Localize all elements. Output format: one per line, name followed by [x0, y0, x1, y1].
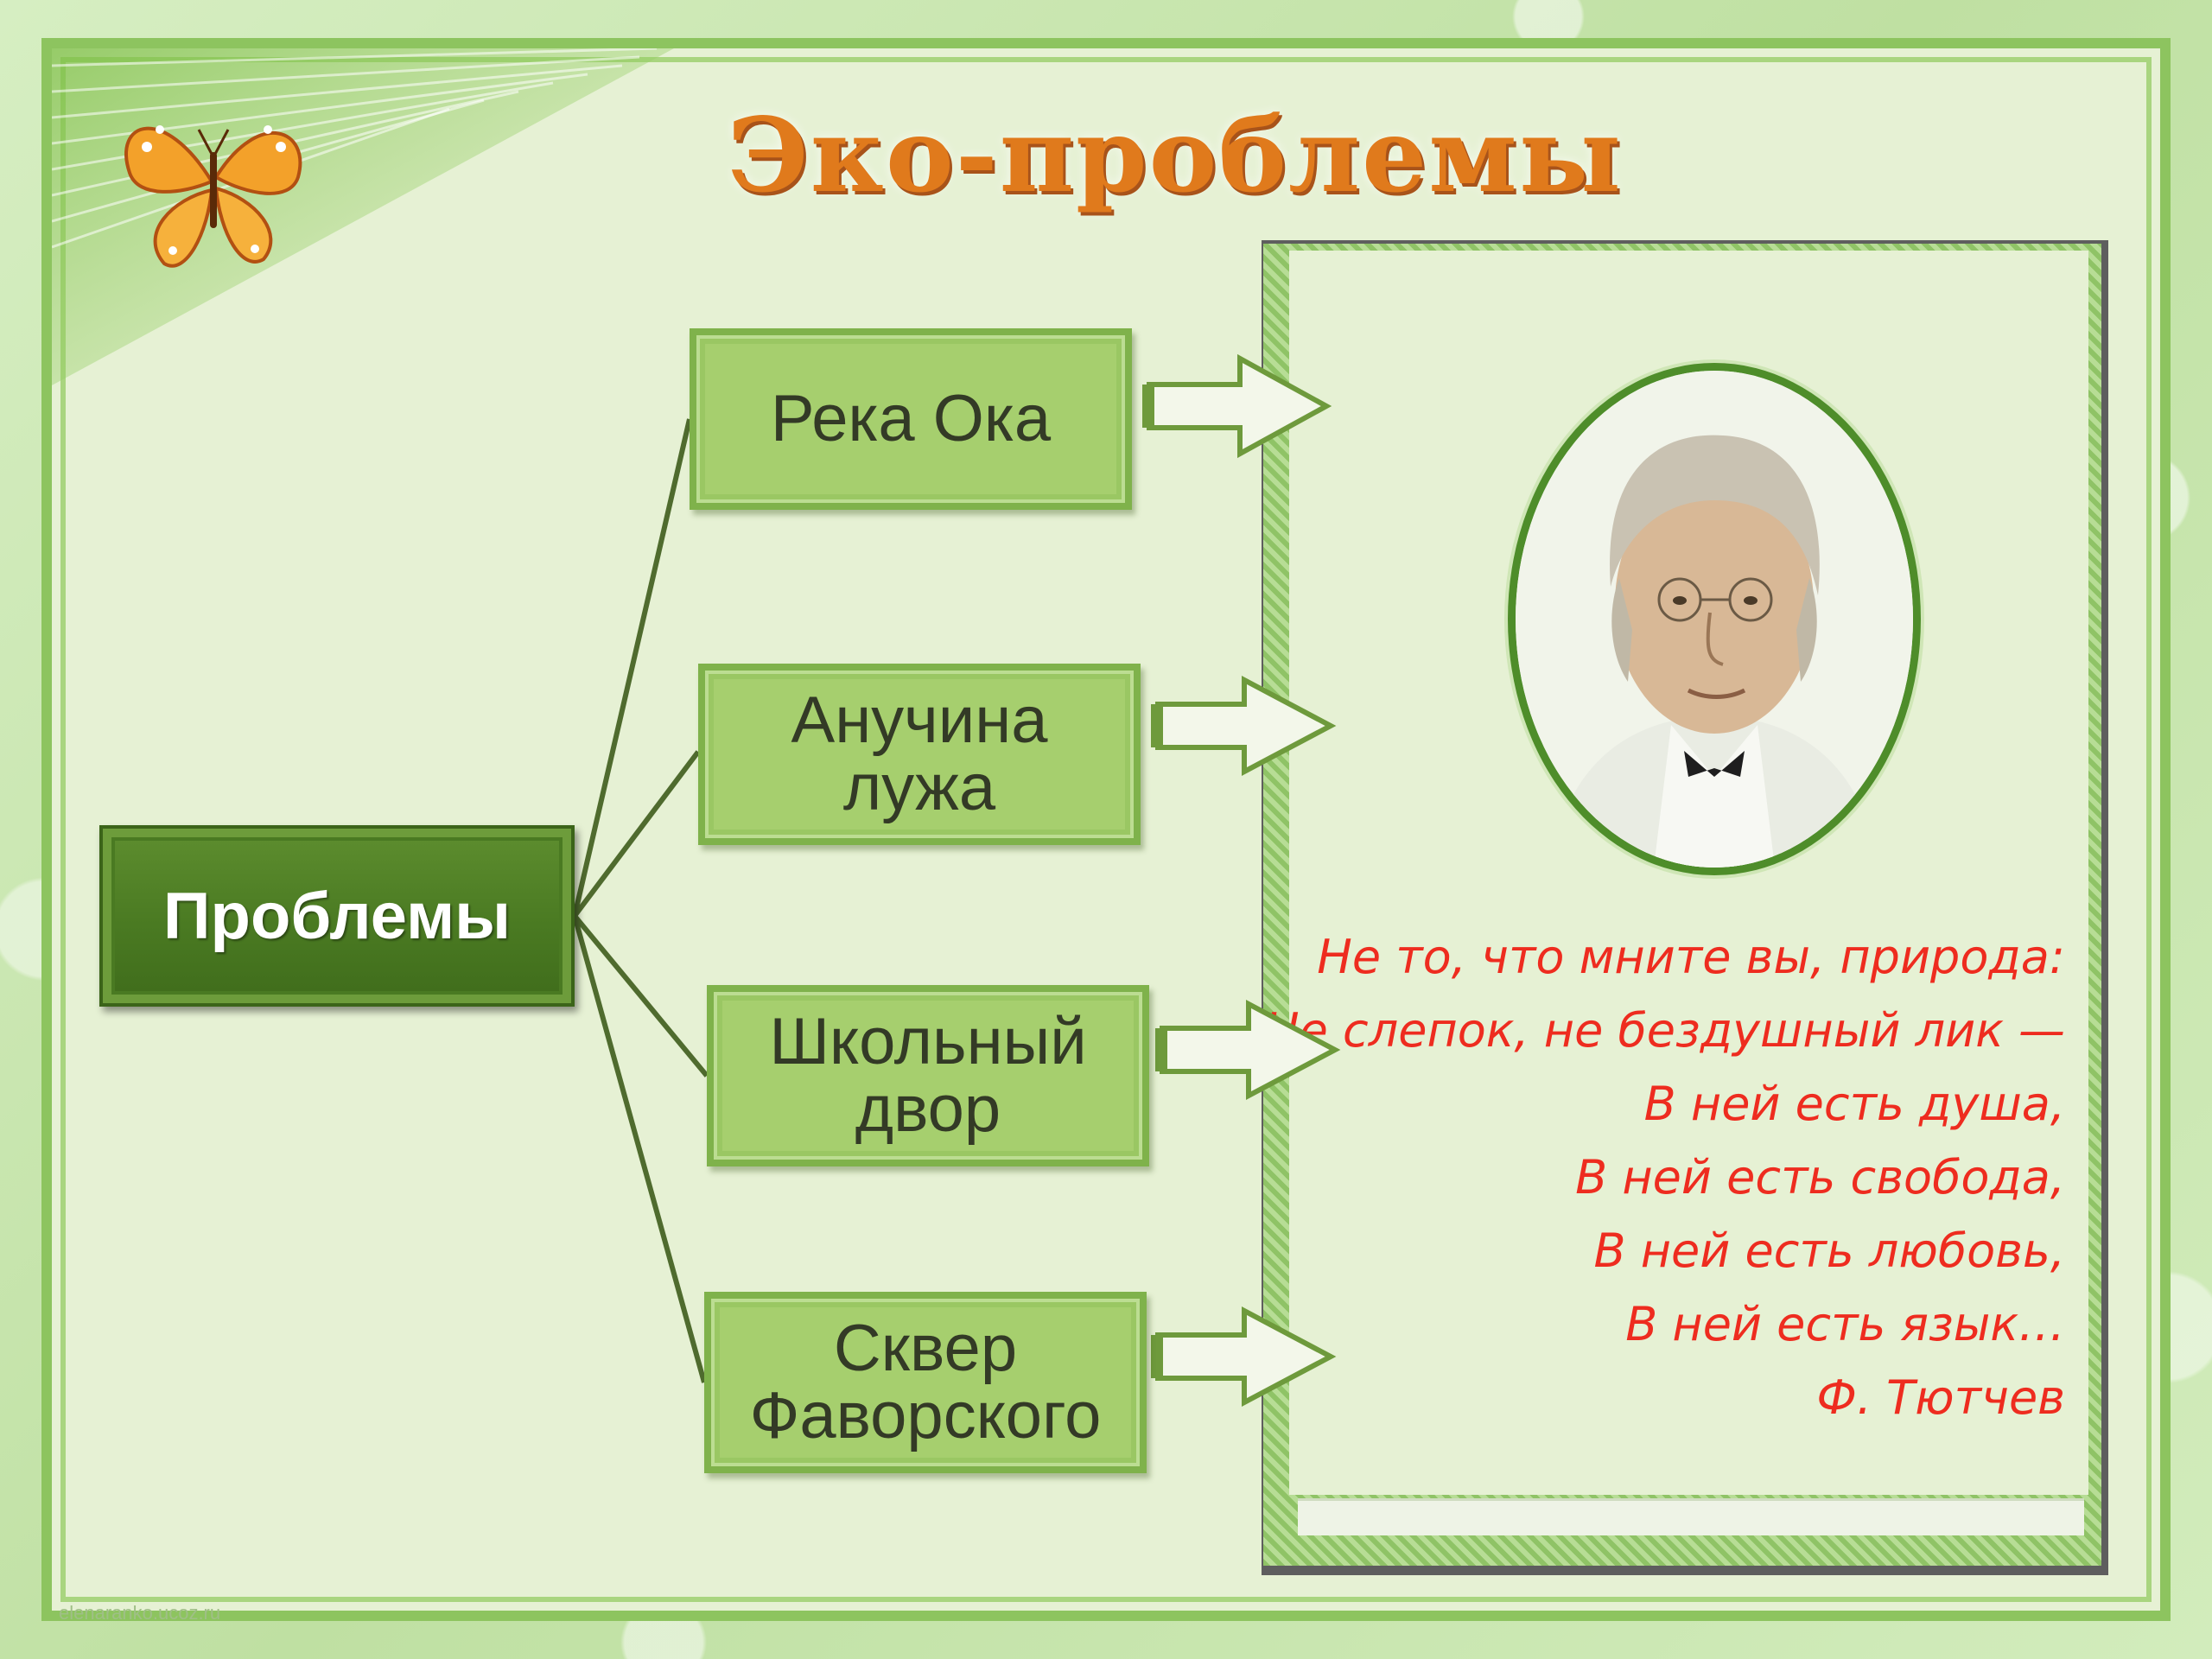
branch-node-1-line-1: Река Ока [770, 382, 1052, 455]
branch-node-3-line-1: Школьный [769, 1005, 1087, 1078]
branch-node-2: Анучина лужа [698, 664, 1141, 845]
poem-line-4: В ней есть свобода, [1575, 1150, 2065, 1205]
branch-node-4-line-2: Фаворского [749, 1379, 1102, 1452]
poem-author: Ф. Тютчев [1816, 1370, 2065, 1425]
poem-line-1: Не то, что мните вы, природа: [1317, 930, 2065, 984]
branch-node-1: Река Ока [690, 328, 1132, 510]
branch-node-3: Школьный двор [707, 985, 1149, 1166]
poem-line-6: В ней есть язык… [1625, 1297, 2065, 1351]
branch-node-4-line-1: Сквер [833, 1312, 1018, 1385]
watermark: elenaranko.ucoz.ru [59, 1602, 221, 1624]
branch-node-2-line-1: Анучина [791, 683, 1048, 757]
butterfly-icon [124, 125, 302, 268]
branch-node-4: Сквер Фаворского [704, 1292, 1147, 1473]
poem-line-5: В ней есть любовь, [1593, 1224, 2065, 1278]
portrait-image [1508, 363, 1921, 875]
branch-node-2-line-2: лужа [842, 751, 996, 824]
branch-node-3-line-2: двор [855, 1072, 1001, 1146]
poem-line-3: В ней есть душа, [1643, 1077, 2065, 1131]
poem-text: Не то, что мните вы, природа: Не слепок,… [1184, 920, 2065, 1434]
slide-title: Эко-проблемы [727, 95, 1624, 215]
quote-panel-footer [1298, 1498, 2084, 1535]
portrait-illustration [1516, 371, 1913, 868]
root-node: Проблемы [99, 825, 575, 1007]
poem-line-2: Не слепок, не бездушный лик — [1264, 1003, 2065, 1058]
